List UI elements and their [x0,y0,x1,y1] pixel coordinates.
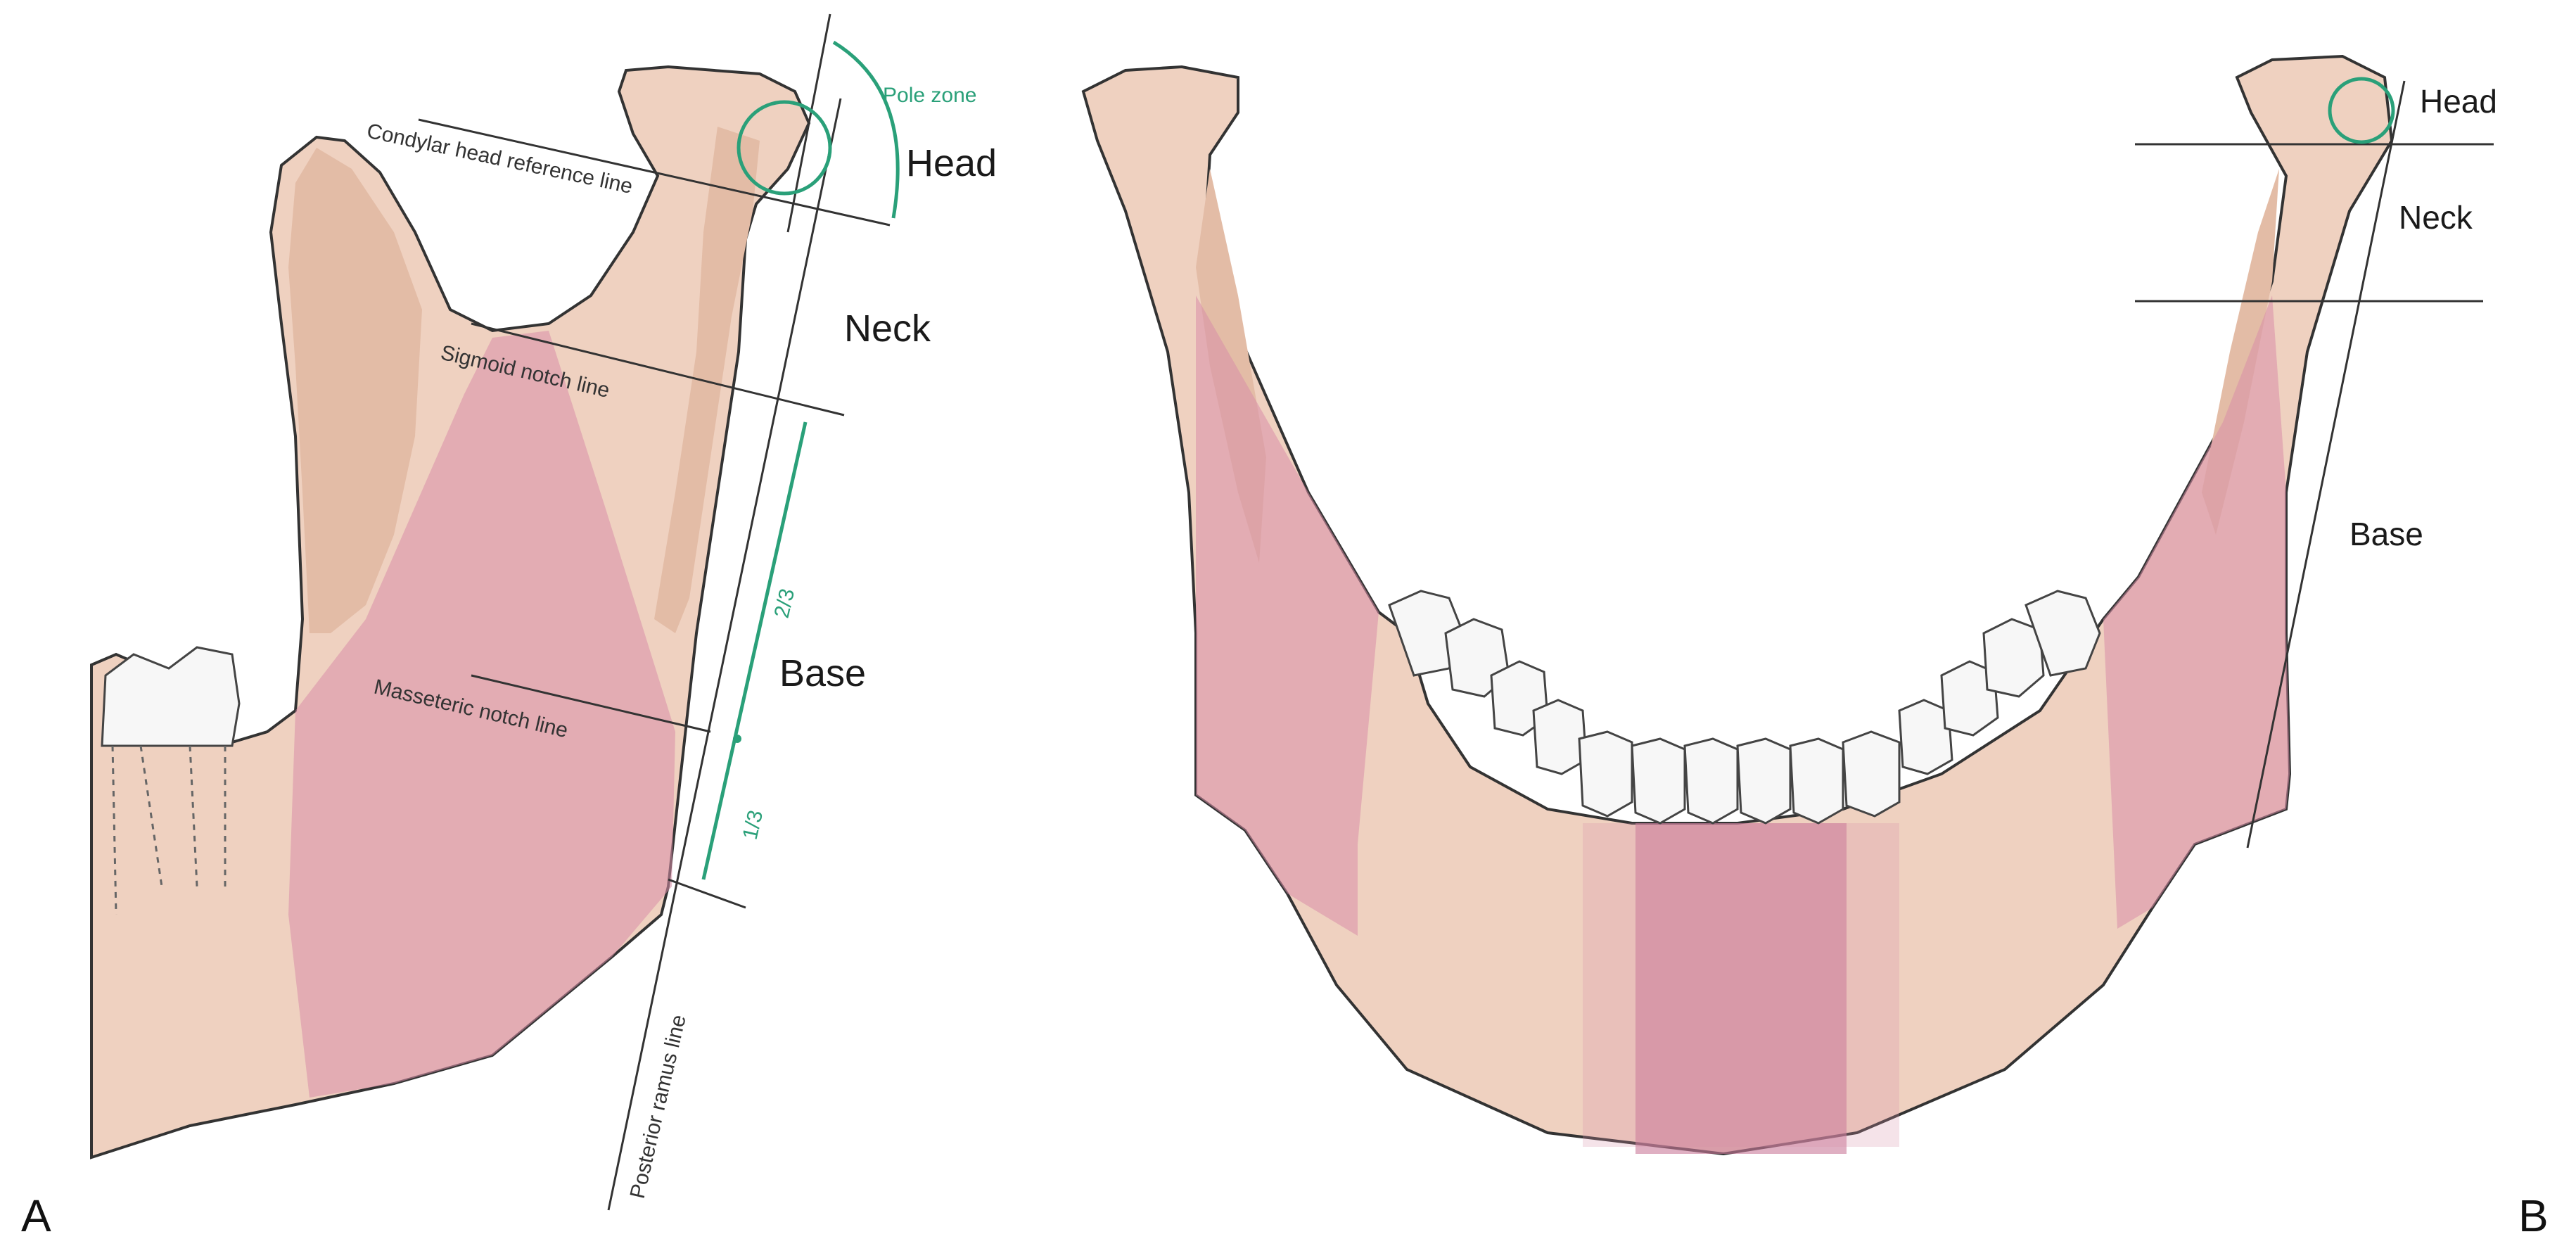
posterior-ramus-line-label: Posterior ramus line [626,1012,691,1200]
base-zone-label-b: Base [2349,516,2423,552]
left-muscle-zone [1196,296,1379,936]
head-zone-label-a: Head [906,142,997,184]
teeth-row [1388,590,2101,825]
masseteric-notch-line [471,674,711,733]
coronoid-shadow [288,148,422,633]
posterior-ramus-line-b [2246,80,2406,849]
panel-a: Pole zone Head Neck Base Condylar head r… [21,13,997,1241]
base-proportion-line [701,421,808,880]
base-zone-label-a: Base [779,652,866,694]
pole-zone-circle [737,100,832,196]
panel-b-label: B [2518,1190,2549,1241]
condyle-shadow [654,127,760,633]
one-third-label: 1/3 [739,808,768,842]
condylar-head-reference-line [418,118,891,227]
panel-b: Head Neck Base B [1081,54,2549,1241]
neck-zone-label-a: Neck [844,307,931,350]
mandible-frontal-bone [1081,54,2394,1156]
masseter-zone [288,331,675,1098]
sigmoid-notch-line [471,322,845,417]
condyle-head-circle-b [2328,77,2395,144]
posterior-ramus-line [607,98,842,1211]
tangent-line [786,13,831,233]
molar-tooth [101,646,241,747]
two-thirds-label: 2/3 [770,587,800,621]
pole-zone-label: Pole zone [883,84,976,107]
symphysis-outer-zone [1583,823,1899,1147]
head-zone-label-b: Head [2420,83,2497,120]
panel-a-label: A [21,1190,51,1241]
symphysis-zone [1635,823,1847,1154]
pole-zone-arc [832,40,900,219]
neck-zone-label-b: Neck [2399,199,2473,236]
base-lower-line [668,878,746,909]
proportion-marker [733,735,741,743]
right-muscle-zone [2103,296,2290,929]
tooth-roots [111,745,227,915]
